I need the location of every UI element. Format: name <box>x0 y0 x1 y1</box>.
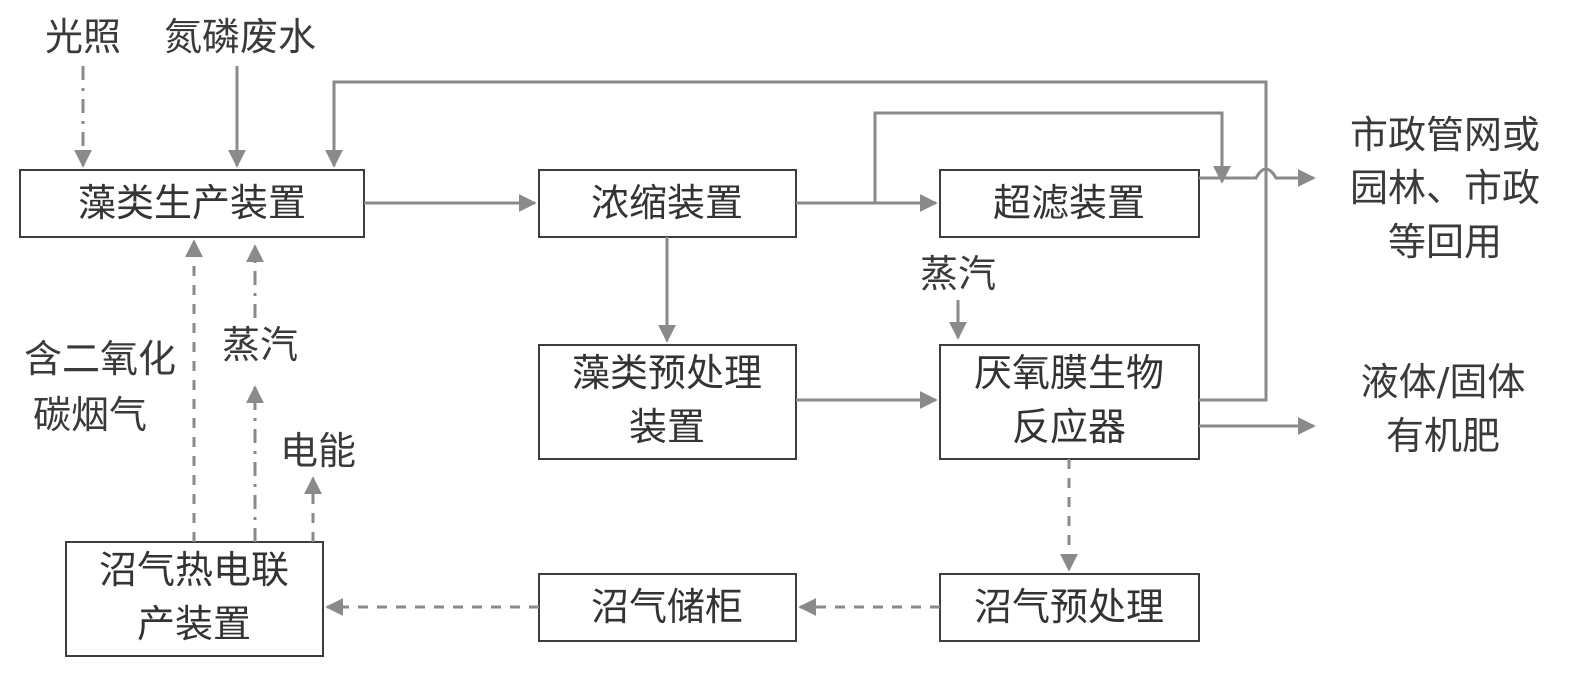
box-biogas-pretreatment: 沼气预处理 <box>939 573 1200 642</box>
label-organic-fertilizer-line1: 液体/固体 <box>1361 360 1526 404</box>
box-biogas-chp: 沼气热电联 产装置 <box>65 541 324 657</box>
box-algae-pretreatment-line1: 藻类预处理 <box>572 351 762 395</box>
box-algae-pretreatment-line2: 装置 <box>629 405 705 449</box>
label-nitrogen-phosphorus-wastewater: 氮磷废水 <box>164 15 316 59</box>
box-ultrafiltration-label: 超滤装置 <box>993 181 1145 225</box>
box-biogas-chp-line2: 产装置 <box>137 602 251 646</box>
label-municipal-reuse-line2: 园林、市政 <box>1350 166 1540 210</box>
label-steam-left: 蒸汽 <box>222 323 298 367</box>
box-algae-pretreatment: 藻类预处理 装置 <box>538 344 797 460</box>
box-ultrafiltration: 超滤装置 <box>939 169 1200 238</box>
flow-return-to-algae-production <box>325 80 1268 402</box>
label-municipal-reuse-line1: 市政管网或 <box>1350 113 1540 157</box>
box-anaerobic-mbr: 厌氧膜生物 反应器 <box>939 344 1200 460</box>
box-concentration: 浓缩装置 <box>538 169 797 238</box>
box-algae-production-label: 藻类生产装置 <box>78 181 306 225</box>
label-co2-flue-gas-line1: 含二氧化 <box>24 337 176 381</box>
flow-bypass-over-ultrafiltration <box>873 111 1231 203</box>
box-anaerobic-mbr-line2: 反应器 <box>1012 405 1126 449</box>
label-steam-right: 蒸汽 <box>920 252 996 296</box>
flow-ultrafiltration-to-municipal-reuse <box>1199 167 1316 187</box>
box-anaerobic-mbr-line1: 厌氧膜生物 <box>974 351 1164 395</box>
label-organic-fertilizer-line2: 有机肥 <box>1386 414 1500 458</box>
box-algae-production: 藻类生产装置 <box>19 169 365 238</box>
box-biogas-storage: 沼气储柜 <box>538 573 797 642</box>
box-concentration-label: 浓缩装置 <box>591 181 743 225</box>
label-co2-flue-gas-line2: 碳烟气 <box>33 393 147 437</box>
box-biogas-chp-line1: 沼气热电联 <box>99 548 289 592</box>
label-light: 光照 <box>45 15 121 59</box>
label-electricity: 电能 <box>280 429 356 473</box>
label-municipal-reuse-line3: 等回用 <box>1388 220 1502 264</box>
box-biogas-storage-label: 沼气储柜 <box>591 585 743 629</box>
box-biogas-pretreatment-label: 沼气预处理 <box>974 585 1164 629</box>
